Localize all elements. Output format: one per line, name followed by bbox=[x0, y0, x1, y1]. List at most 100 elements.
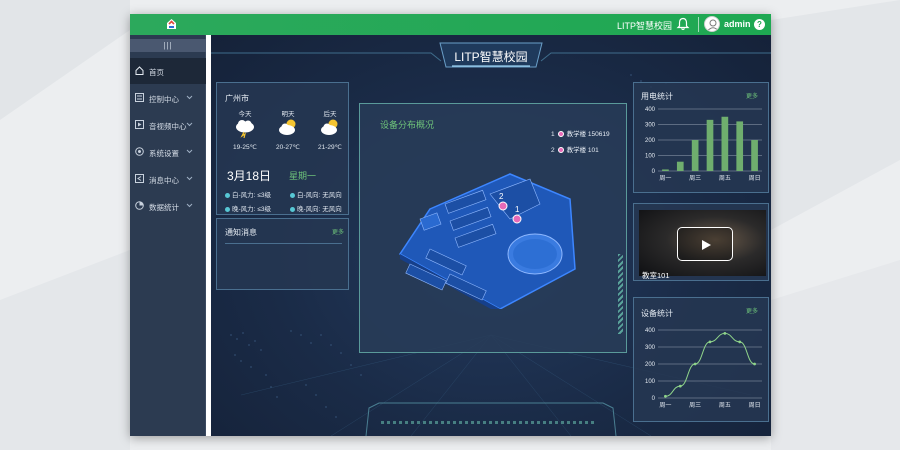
power-title: 用电统计 bbox=[641, 92, 673, 101]
sidebar-item-av-center[interactable]: 音视频中心 bbox=[130, 112, 206, 138]
map-pin-label: 2 bbox=[499, 192, 504, 201]
x-tick-label: 周五 bbox=[719, 175, 731, 182]
y-tick-label: 100 bbox=[645, 379, 656, 385]
weather-city: 广州市 bbox=[225, 94, 249, 103]
map-legend-item[interactable]: 1 教学楼 150619 bbox=[551, 128, 610, 138]
chart-point bbox=[723, 332, 727, 335]
dashboard: LITP智慧校园 广州市 今天 19-25℃ 明天 2 bbox=[211, 35, 771, 436]
power-bar-chart: 0100200300400周一周三周五周日 bbox=[645, 107, 762, 182]
top-bar: LITP智慧校园 admin ? bbox=[130, 14, 771, 35]
chevron-down-icon bbox=[186, 203, 193, 208]
y-tick-label: 200 bbox=[645, 138, 656, 144]
y-tick-label: 300 bbox=[645, 123, 656, 129]
chevron-down-icon bbox=[186, 95, 193, 100]
device-stats-more-link[interactable]: 更多 bbox=[746, 309, 759, 315]
app-window: LITP智慧校园 admin ? ||| 首页 bbox=[130, 14, 771, 436]
play-button[interactable] bbox=[677, 227, 733, 261]
y-tick-label: 400 bbox=[645, 328, 656, 334]
chart-point bbox=[708, 340, 712, 344]
video-player[interactable]: 教室101 bbox=[639, 210, 766, 280]
device-stats-title: 设备统计 bbox=[641, 309, 673, 318]
legend-index: 2 bbox=[551, 147, 555, 154]
sidebar-item-home[interactable]: 首页 bbox=[130, 58, 206, 84]
partly-cloudy-icon bbox=[321, 119, 338, 135]
x-tick-label: 周一 bbox=[659, 175, 671, 182]
chart-bar bbox=[676, 161, 684, 171]
weather-day-temp: 20-27℃ bbox=[276, 144, 300, 151]
video-icon bbox=[135, 120, 144, 129]
help-icon[interactable]: ? bbox=[754, 19, 765, 30]
map-pin-label: 1 bbox=[515, 205, 520, 214]
sidebar-item-control[interactable]: 控制中心 bbox=[130, 85, 206, 111]
bullet-dot-icon bbox=[290, 206, 295, 212]
bell-icon[interactable] bbox=[676, 17, 690, 31]
legend-index: 1 bbox=[551, 131, 555, 138]
play-icon bbox=[702, 240, 711, 250]
location-pin-icon[interactable] bbox=[512, 214, 522, 224]
x-tick-label: 周日 bbox=[749, 402, 761, 409]
location-pin-icon[interactable] bbox=[498, 201, 508, 211]
sidebar-collapse-toggle[interactable]: ||| bbox=[130, 39, 206, 52]
weather-day-today: 今天 19-25℃ bbox=[225, 108, 265, 151]
chevron-down-icon bbox=[186, 122, 193, 127]
weather-panel: 广州市 今天 19-25℃ 明天 20-27℃ bbox=[216, 82, 349, 215]
wind-info: 白-风力: ≤3级 bbox=[225, 189, 271, 199]
notice-title: 通知消息 bbox=[225, 228, 257, 237]
current-date: 3月18日 bbox=[227, 169, 272, 183]
sidebar-item-label: 消息中心 bbox=[149, 176, 179, 185]
wind-info: 晚-风向: 无风向 bbox=[290, 203, 342, 213]
sidebar-item-messages[interactable]: 消息中心 bbox=[130, 166, 206, 192]
chart-point bbox=[693, 362, 697, 366]
weather-day-tomorrow: 明天 20-27℃ bbox=[268, 108, 308, 151]
x-tick-label: 周三 bbox=[689, 402, 701, 409]
chart-bar bbox=[662, 169, 669, 171]
notice-more-link[interactable]: 更多 bbox=[332, 230, 345, 236]
chart-bar bbox=[706, 119, 714, 171]
thunder-cloud-icon bbox=[236, 120, 254, 139]
x-tick-label: 周五 bbox=[719, 402, 731, 409]
notice-panel: 通知消息 更多 bbox=[216, 218, 349, 290]
wind-text: 晚-风向: 无风向 bbox=[297, 206, 342, 213]
top-bar-title: LITP智慧校园 bbox=[617, 21, 673, 31]
bullet-dot-icon bbox=[290, 192, 295, 198]
partly-cloudy-icon bbox=[279, 119, 296, 135]
legend-label: 教学楼 150619 bbox=[566, 131, 610, 138]
chart-point bbox=[738, 340, 742, 344]
device-map-title: 设备分布概况 bbox=[380, 120, 435, 130]
chart-point bbox=[753, 362, 756, 366]
weather-day-temp: 19-25℃ bbox=[233, 144, 257, 151]
sidebar-item-settings[interactable]: 系统设置 bbox=[130, 139, 206, 165]
title-frame bbox=[439, 42, 543, 68]
wind-text: 晚-风力: ≤3级 bbox=[232, 206, 271, 213]
campus-3d-map[interactable]: 2 1 bbox=[390, 149, 590, 309]
power-more-link[interactable]: 更多 bbox=[746, 94, 759, 100]
sidebar-item-label: 控制中心 bbox=[149, 95, 179, 104]
x-tick-label: 周一 bbox=[659, 402, 671, 409]
chart-bar bbox=[751, 140, 758, 171]
device-line-chart: 0100200300400周一周三周五周日 bbox=[645, 328, 762, 409]
sidebar: ||| 首页 控制中心 音视频中心 bbox=[130, 35, 206, 436]
video-panel: 教室101 bbox=[633, 203, 769, 281]
location-pin-icon bbox=[557, 131, 564, 138]
weather-day-temp: 21-29℃ bbox=[318, 144, 342, 151]
school-logo-icon[interactable] bbox=[166, 18, 177, 30]
username[interactable]: admin bbox=[724, 19, 751, 29]
chart-bar bbox=[721, 116, 729, 171]
sidebar-item-statistics[interactable]: 数据统计 bbox=[130, 193, 206, 219]
settings-icon bbox=[135, 147, 144, 156]
wind-info: 白-风向: 无风向 bbox=[290, 189, 342, 199]
avatar[interactable] bbox=[704, 16, 720, 32]
notice-divider bbox=[225, 243, 342, 244]
sidebar-item-label: 音视频中心 bbox=[149, 122, 187, 131]
home-icon bbox=[135, 66, 144, 75]
chart-point bbox=[678, 384, 682, 388]
bullet-dot-icon bbox=[225, 206, 230, 212]
video-caption: 教室101 bbox=[642, 271, 670, 280]
chevron-down-icon bbox=[186, 176, 193, 181]
x-tick-label: 周日 bbox=[749, 175, 761, 182]
topbar-separator bbox=[698, 17, 699, 32]
sidebar-item-label: 数据统计 bbox=[149, 203, 179, 212]
